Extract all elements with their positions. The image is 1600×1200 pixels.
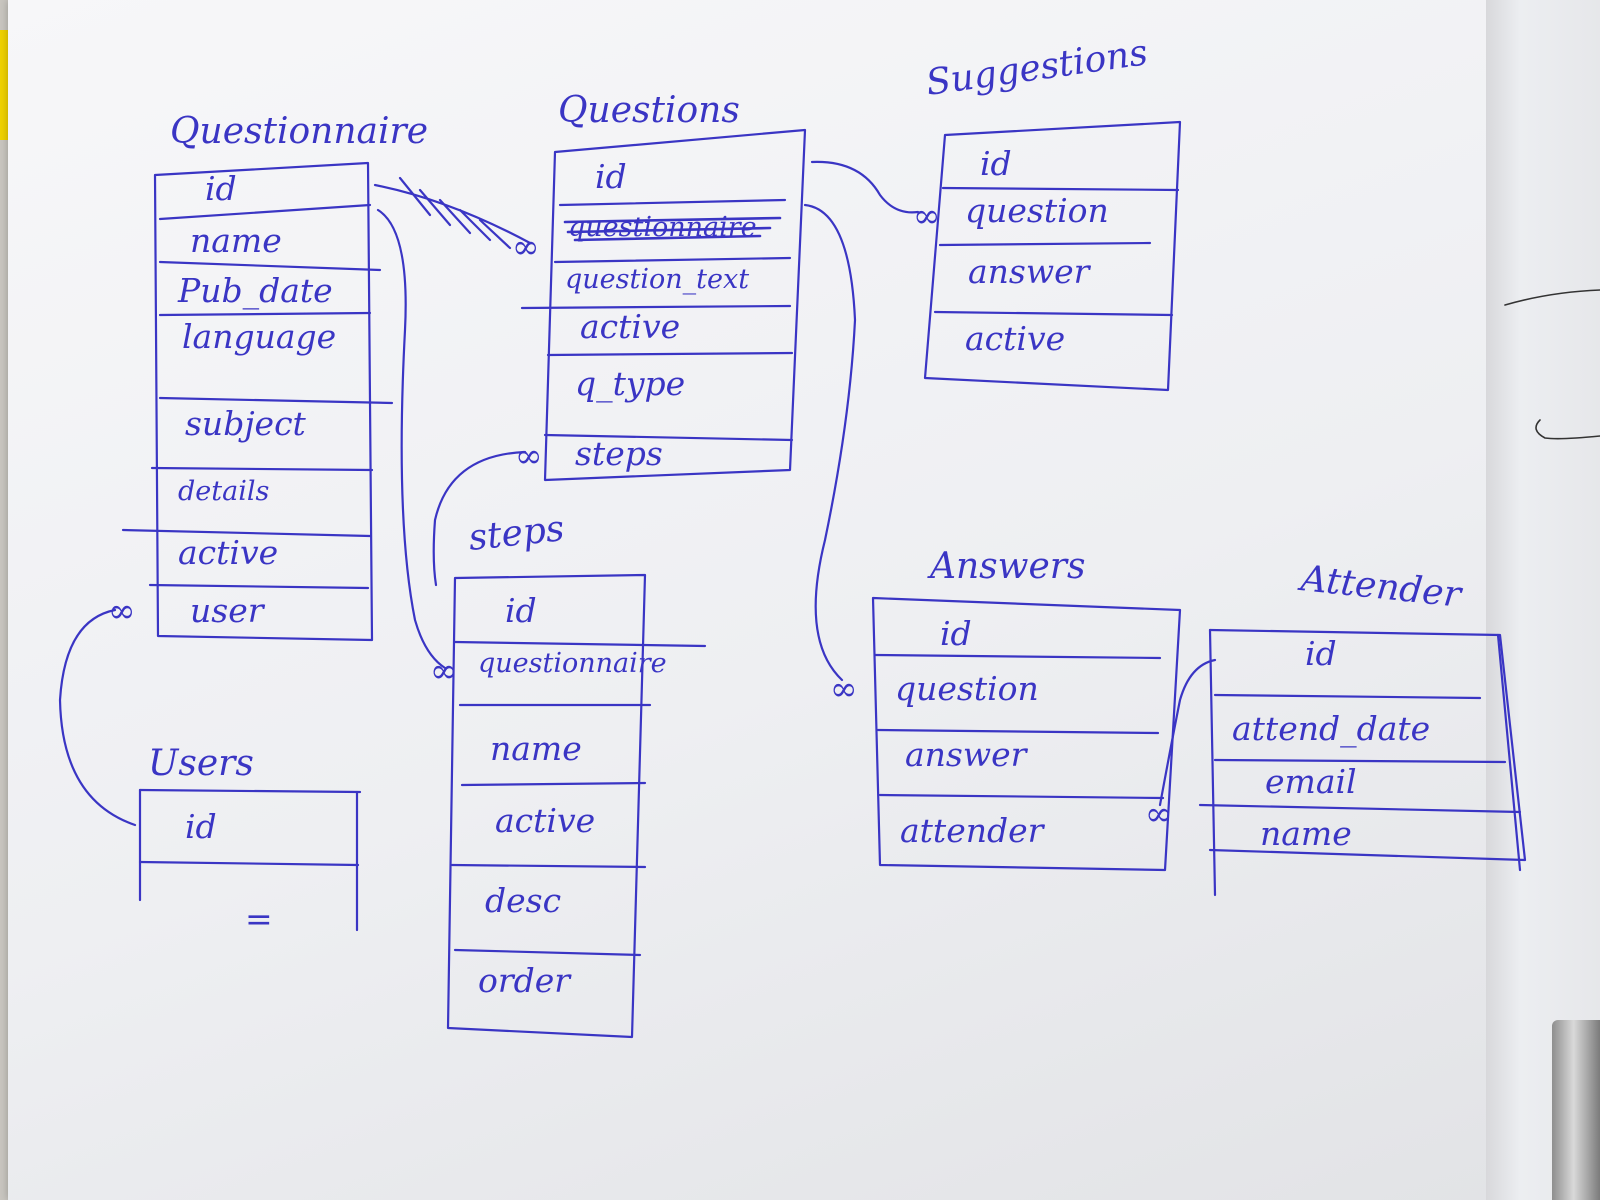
field-attender-name: name	[1260, 814, 1352, 853]
table-answers: Answers id question answer attender	[871, 546, 1182, 872]
field-attender-attend-date: attend_date	[1232, 709, 1430, 749]
table-steps: steps id questionnaire name active desc …	[446, 508, 707, 1039]
adjacent-page	[1486, 0, 1600, 1200]
field-answers-question: question	[895, 669, 1039, 708]
table-questionnaire: Questionnaire id name Pub_date language …	[121, 111, 428, 642]
many-marker-answers-question: ∞	[830, 669, 858, 708]
field-users-id: id	[185, 807, 217, 846]
field-suggestions-id: id	[980, 144, 1012, 183]
table-attender: Attender id attend_date email name	[1198, 558, 1527, 897]
field-answers-answer: answer	[905, 735, 1029, 774]
field-steps-desc: desc	[485, 881, 561, 920]
field-questions-id: id	[595, 157, 627, 196]
field-questionnaire-subject: subject	[185, 404, 307, 443]
field-questions-q-type: q_type	[575, 364, 685, 404]
field-steps-name: name	[490, 729, 582, 768]
many-marker-steps-questionnaire: ∞	[430, 651, 458, 690]
table-title-steps: steps	[467, 508, 567, 559]
field-questions-question-text: question_text	[565, 264, 749, 295]
table-title-questionnaire: Questionnaire	[170, 111, 428, 152]
table-suggestions: Suggestions id question answer active	[924, 32, 1182, 392]
many-marker-questionnaire-user: ∞	[108, 591, 136, 630]
many-marker-answers-attender: ∞	[1145, 794, 1173, 833]
many-marker-questions-steps: ∞	[515, 436, 543, 475]
pen-body	[1552, 1020, 1600, 1200]
yellow-sticky-note	[0, 30, 10, 140]
field-questionnaire-user: user	[190, 591, 266, 630]
many-marker-questions-questionnaire: ∞	[512, 227, 540, 266]
field-steps-questionnaire: questionnaire	[478, 648, 667, 679]
table-users: Users id =	[138, 743, 362, 938]
relation-markers: ∞ ∞ ∞ ∞ ∞ ∞ ∞	[108, 196, 1173, 833]
field-questions-steps: steps	[575, 434, 663, 473]
table-title-answers: Answers	[927, 546, 1085, 587]
field-questions-active: active	[580, 307, 680, 346]
field-questionnaire-id: id	[205, 169, 237, 208]
field-questionnaire-details: details	[178, 476, 269, 507]
field-questionnaire-name: name	[190, 221, 282, 260]
table-questions: Questions id questionnaire question_text…	[520, 90, 807, 482]
relationship-lines	[58, 160, 1217, 827]
field-suggestions-active: active	[965, 319, 1065, 358]
table-title-suggestions: Suggestions	[924, 32, 1151, 104]
field-attender-id: id	[1305, 634, 1337, 673]
many-marker-suggestions-question: ∞	[913, 196, 941, 235]
field-questionnaire-language: language	[182, 317, 336, 356]
field-steps-order: order	[478, 961, 572, 1000]
field-steps-id: id	[505, 591, 537, 630]
field-questionnaire-pub-date: Pub_date	[177, 271, 333, 311]
field-answers-id: id	[940, 614, 972, 653]
table-title-users: Users	[148, 743, 254, 784]
field-steps-active: active	[495, 801, 595, 840]
field-users-ellipsis: =	[245, 899, 273, 938]
field-attender-email: email	[1265, 762, 1357, 801]
field-answers-attender: attender	[900, 811, 1046, 850]
table-title-questions: Questions	[558, 90, 740, 131]
field-suggestions-answer: answer	[968, 252, 1092, 291]
table-title-attender: Attender	[1296, 558, 1465, 616]
field-suggestions-question: question	[965, 191, 1109, 230]
field-questionnaire-active: active	[178, 533, 278, 572]
